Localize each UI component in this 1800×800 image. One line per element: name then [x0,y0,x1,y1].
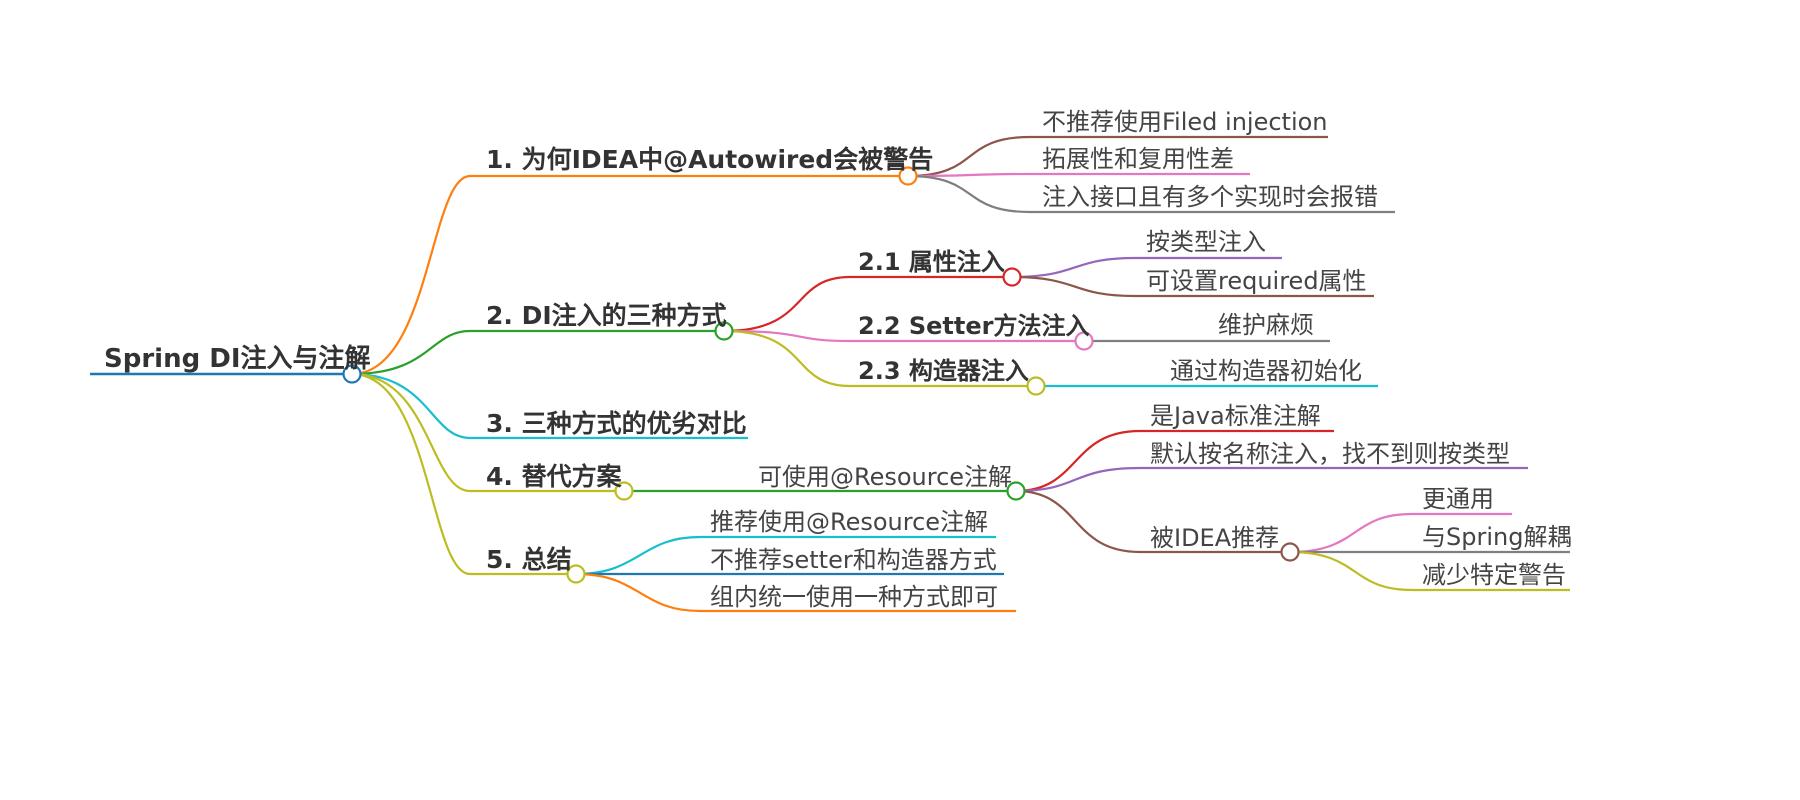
b5-node-dot[interactable] [566,564,586,584]
edge-b4s1-sub [1015,489,1290,554]
edge-b2-sub2 [723,329,1084,343]
s23-label[interactable]: 2.3 构造器注入 [858,357,1029,385]
s21-leaf1[interactable]: 按类型注入 [1146,228,1266,256]
branch1-label[interactable]: 1. 为何IDEA中@Autowired会被警告 [486,145,933,174]
edge-root-b3 [351,372,748,440]
s21-leaf2[interactable]: 可设置required属性 [1146,267,1367,295]
edge-b4s1-leaf1 [1015,429,1334,493]
b1-leaf2[interactable]: 拓展性和复用性差 [1042,145,1234,173]
rec-node-dot[interactable] [1280,542,1300,562]
edge-s21-leaf2 [1011,275,1374,298]
b4s1-node-dot[interactable] [1006,481,1026,501]
b1-leaf3[interactable]: 注入接口且有多个实现时会报错 [1042,183,1378,211]
b4s1-label[interactable]: 可使用@Resource注解 [758,463,1012,491]
edge-b1-leaf1 [907,135,1328,178]
s22-label[interactable]: 2.2 Setter方法注入 [858,312,1090,340]
b2-node-dot[interactable] [714,321,734,341]
edge-rec-leaf3 [1289,550,1570,592]
s21-label[interactable]: 2.1 属性注入 [858,248,1005,276]
s23-leaf1[interactable]: 通过构造器初始化 [1170,357,1362,385]
rec-label[interactable]: 被IDEA推荐 [1150,524,1279,552]
edge-b4s1-leaf2 [1015,466,1528,493]
b5-leaf1[interactable]: 推荐使用@Resource注解 [710,508,988,536]
edge-b5-leaf1 [575,535,996,576]
b5-leaf2[interactable]: 不推荐setter和构造器方式 [710,546,997,574]
root-label[interactable]: Spring DI注入与注解 [104,343,371,374]
branch5-label[interactable]: 5. 总结 [486,545,572,574]
edge-b2-sub3 [723,329,1036,388]
b5-leaf3[interactable]: 组内统一使用一种方式即可 [710,583,998,611]
edge-b1-leaf2 [907,172,1250,178]
b4s1-leaf2[interactable]: 默认按名称注入，找不到则按类型 [1150,440,1510,468]
s23-node-dot[interactable] [1026,376,1046,396]
edge-rec-leaf1 [1289,512,1512,554]
rec-leaf3[interactable]: 减少特定警告 [1422,561,1566,589]
edge-b2-sub1 [723,275,1012,333]
b4-node-dot[interactable] [614,481,634,501]
branch3-label[interactable]: 3. 三种方式的优劣对比 [486,409,747,438]
edge-b5-leaf3 [575,572,1016,613]
s22-node-dot[interactable] [1074,331,1094,351]
edge-s21-leaf1 [1011,256,1282,279]
edge-root-b2 [351,329,724,376]
branch4-label[interactable]: 4. 替代方案 [486,462,623,491]
b1-node-dot[interactable] [898,166,918,186]
s21-node-dot[interactable] [1002,267,1022,287]
edge-root-b5 [351,372,576,576]
branch2-label[interactable]: 2. DI注入的三种方式 [486,301,727,330]
s22-leaf1[interactable]: 维护麻烦 [1218,311,1314,339]
edge-root-b1 [351,174,908,376]
b4s1-leaf1[interactable]: 是Java标准注解 [1150,402,1321,430]
edge-b1-leaf3 [907,174,1395,214]
b1-leaf1[interactable]: 不推荐使用Filed injection [1042,108,1328,136]
edge-root-b4 [351,372,624,493]
rec-leaf2[interactable]: 与Spring解耦 [1422,523,1571,551]
rec-leaf1[interactable]: 更通用 [1422,485,1494,513]
root-node-dot[interactable] [342,364,362,384]
